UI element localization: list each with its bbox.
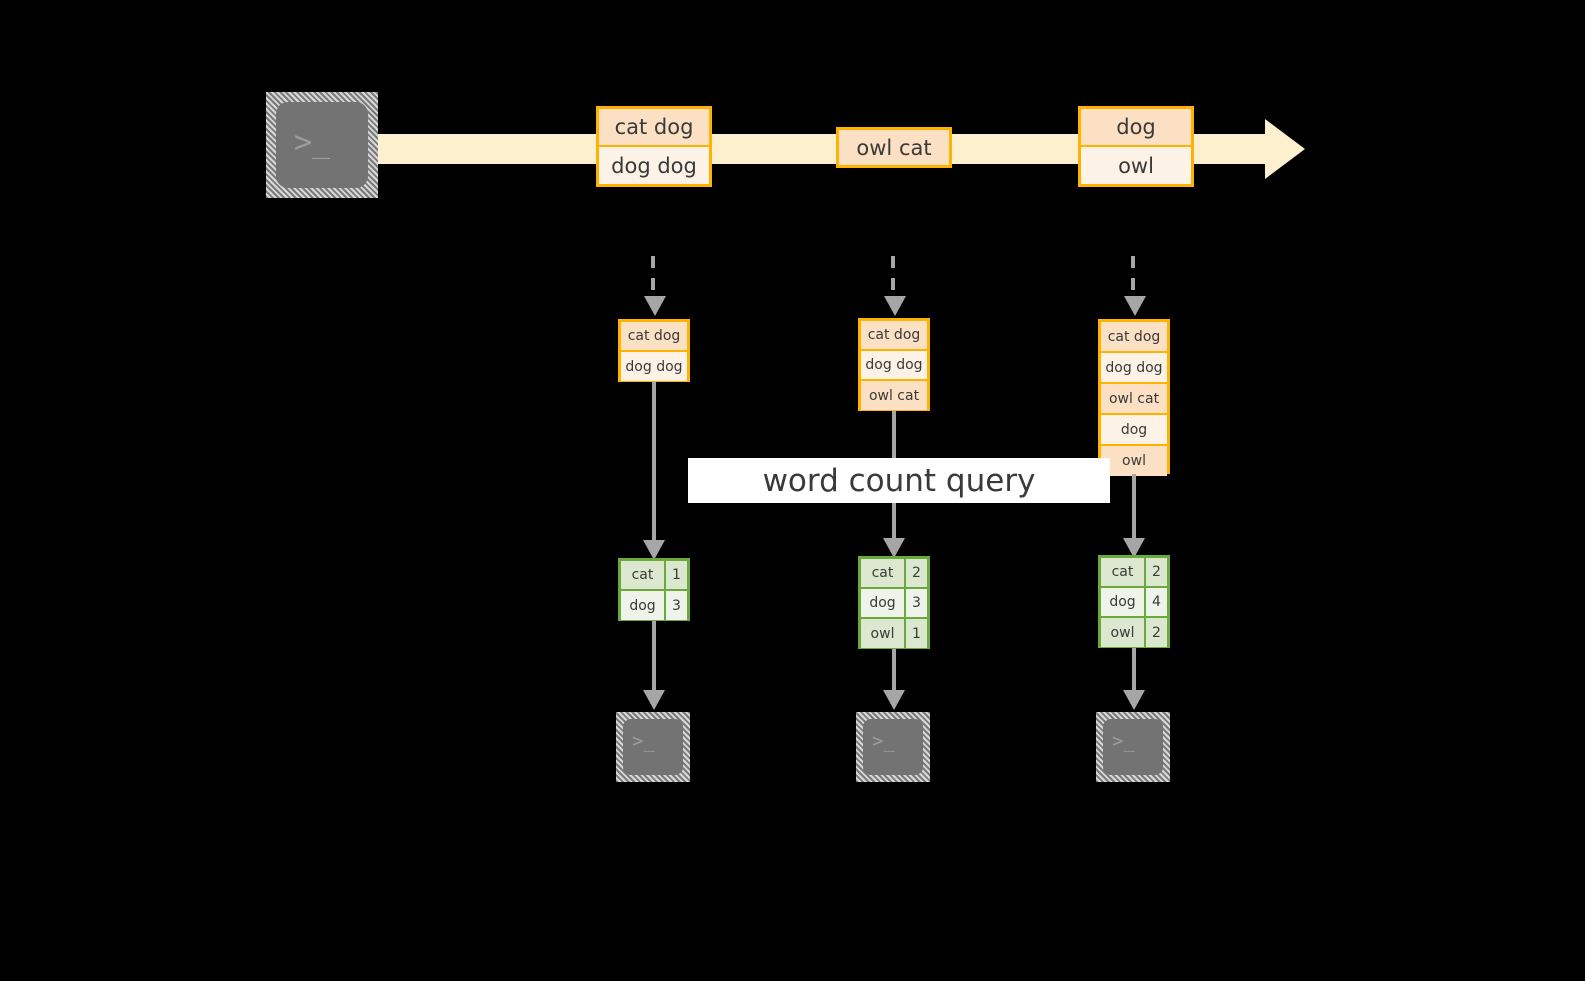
terminal-screen: >_ (863, 719, 923, 775)
result-word: owl (1101, 618, 1146, 647)
stream-to-state-connector-3 (1131, 256, 1135, 300)
result-count: 3 (666, 591, 687, 620)
table-row: dog 4 (1101, 588, 1167, 618)
result-to-sink-connector-1 (652, 621, 656, 693)
table-row: cat 1 (621, 561, 687, 591)
accumulated-message: dog dog (621, 352, 687, 381)
result-count: 1 (666, 561, 687, 589)
table-row: dog 3 (861, 589, 927, 619)
table-row: cat 2 (1101, 558, 1167, 588)
accumulated-message: dog dog (861, 351, 927, 381)
accumulated-message: cat dog (621, 322, 687, 352)
query-connector-3 (1132, 474, 1136, 543)
result-to-sink-connector-2 (892, 649, 896, 693)
query-connector-1 (652, 382, 656, 546)
stream-message: dog dog (599, 147, 709, 184)
accumulated-message: owl (1101, 446, 1167, 476)
accumulated-message: dog dog (1101, 353, 1167, 384)
stream-group-1: cat dog dog dog (596, 106, 712, 187)
result-count: 3 (906, 589, 927, 617)
accumulated-message: cat dog (1101, 322, 1167, 353)
result-word: cat (1101, 558, 1146, 586)
arrow-head-icon (883, 690, 905, 710)
stream-group-2: owl cat (836, 127, 952, 168)
table-row: owl 1 (861, 619, 927, 648)
accumulated-message: dog (1101, 415, 1167, 446)
sink-terminal-icon-1[interactable]: >_ (616, 712, 690, 782)
result-to-sink-connector-3 (1132, 648, 1136, 693)
terminal-prompt-glyph: >_ (872, 730, 895, 752)
arrow-head-icon (644, 296, 666, 316)
query-label: word count query (688, 458, 1110, 503)
result-count: 2 (906, 559, 927, 587)
result-table-3: cat 2 dog 4 owl 2 (1098, 555, 1170, 648)
arrow-head-icon (1124, 296, 1146, 316)
accumulated-message: cat dog (861, 321, 927, 351)
terminal-screen: >_ (276, 102, 368, 188)
table-row: owl 2 (1101, 618, 1167, 647)
result-count: 2 (1146, 618, 1167, 647)
stream-message: owl cat (839, 130, 949, 165)
result-word: cat (861, 559, 906, 587)
terminal-screen: >_ (1103, 719, 1163, 775)
stream-message: cat dog (599, 109, 709, 147)
sink-terminal-icon-3[interactable]: >_ (1096, 712, 1170, 782)
stream-group-3: dog owl (1078, 106, 1194, 187)
terminal-prompt-glyph: >_ (1112, 730, 1135, 752)
terminal-prompt-glyph: >_ (294, 125, 331, 160)
result-word: cat (621, 561, 666, 589)
arrow-head-icon (884, 296, 906, 316)
result-count: 4 (1146, 588, 1167, 616)
terminal-prompt-glyph: >_ (632, 730, 655, 752)
arrow-head-icon (643, 540, 665, 560)
stream-arrowhead (1265, 119, 1305, 179)
result-table-2: cat 2 dog 3 owl 1 (858, 556, 930, 649)
result-table-1: cat 1 dog 3 (618, 558, 690, 621)
result-word: dog (1101, 588, 1146, 616)
sink-terminal-icon-2[interactable]: >_ (856, 712, 930, 782)
arrow-head-icon (643, 690, 665, 710)
stream-to-state-connector-2 (891, 256, 895, 300)
arrow-head-icon (1123, 690, 1145, 710)
arrow-head-icon (1123, 538, 1145, 558)
stream-to-state-connector-1 (651, 256, 655, 300)
stream-message: owl (1081, 147, 1191, 184)
accumulated-stack-3: cat dog dog dog owl cat dog owl (1098, 319, 1170, 476)
table-row: dog 3 (621, 591, 687, 620)
arrow-head-icon (883, 538, 905, 558)
terminal-screen: >_ (623, 719, 683, 775)
result-word: owl (861, 619, 906, 648)
result-count: 1 (906, 619, 927, 648)
source-terminal-icon[interactable]: >_ (266, 92, 378, 198)
accumulated-message: owl cat (861, 381, 927, 410)
accumulated-stack-1: cat dog dog dog (618, 319, 690, 382)
table-row: cat 2 (861, 559, 927, 589)
result-count: 2 (1146, 558, 1167, 586)
result-word: dog (861, 589, 906, 617)
stream-message: dog (1081, 109, 1191, 147)
accumulated-stack-2: cat dog dog dog owl cat (858, 318, 930, 411)
accumulated-message: owl cat (1101, 384, 1167, 415)
result-word: dog (621, 591, 666, 620)
